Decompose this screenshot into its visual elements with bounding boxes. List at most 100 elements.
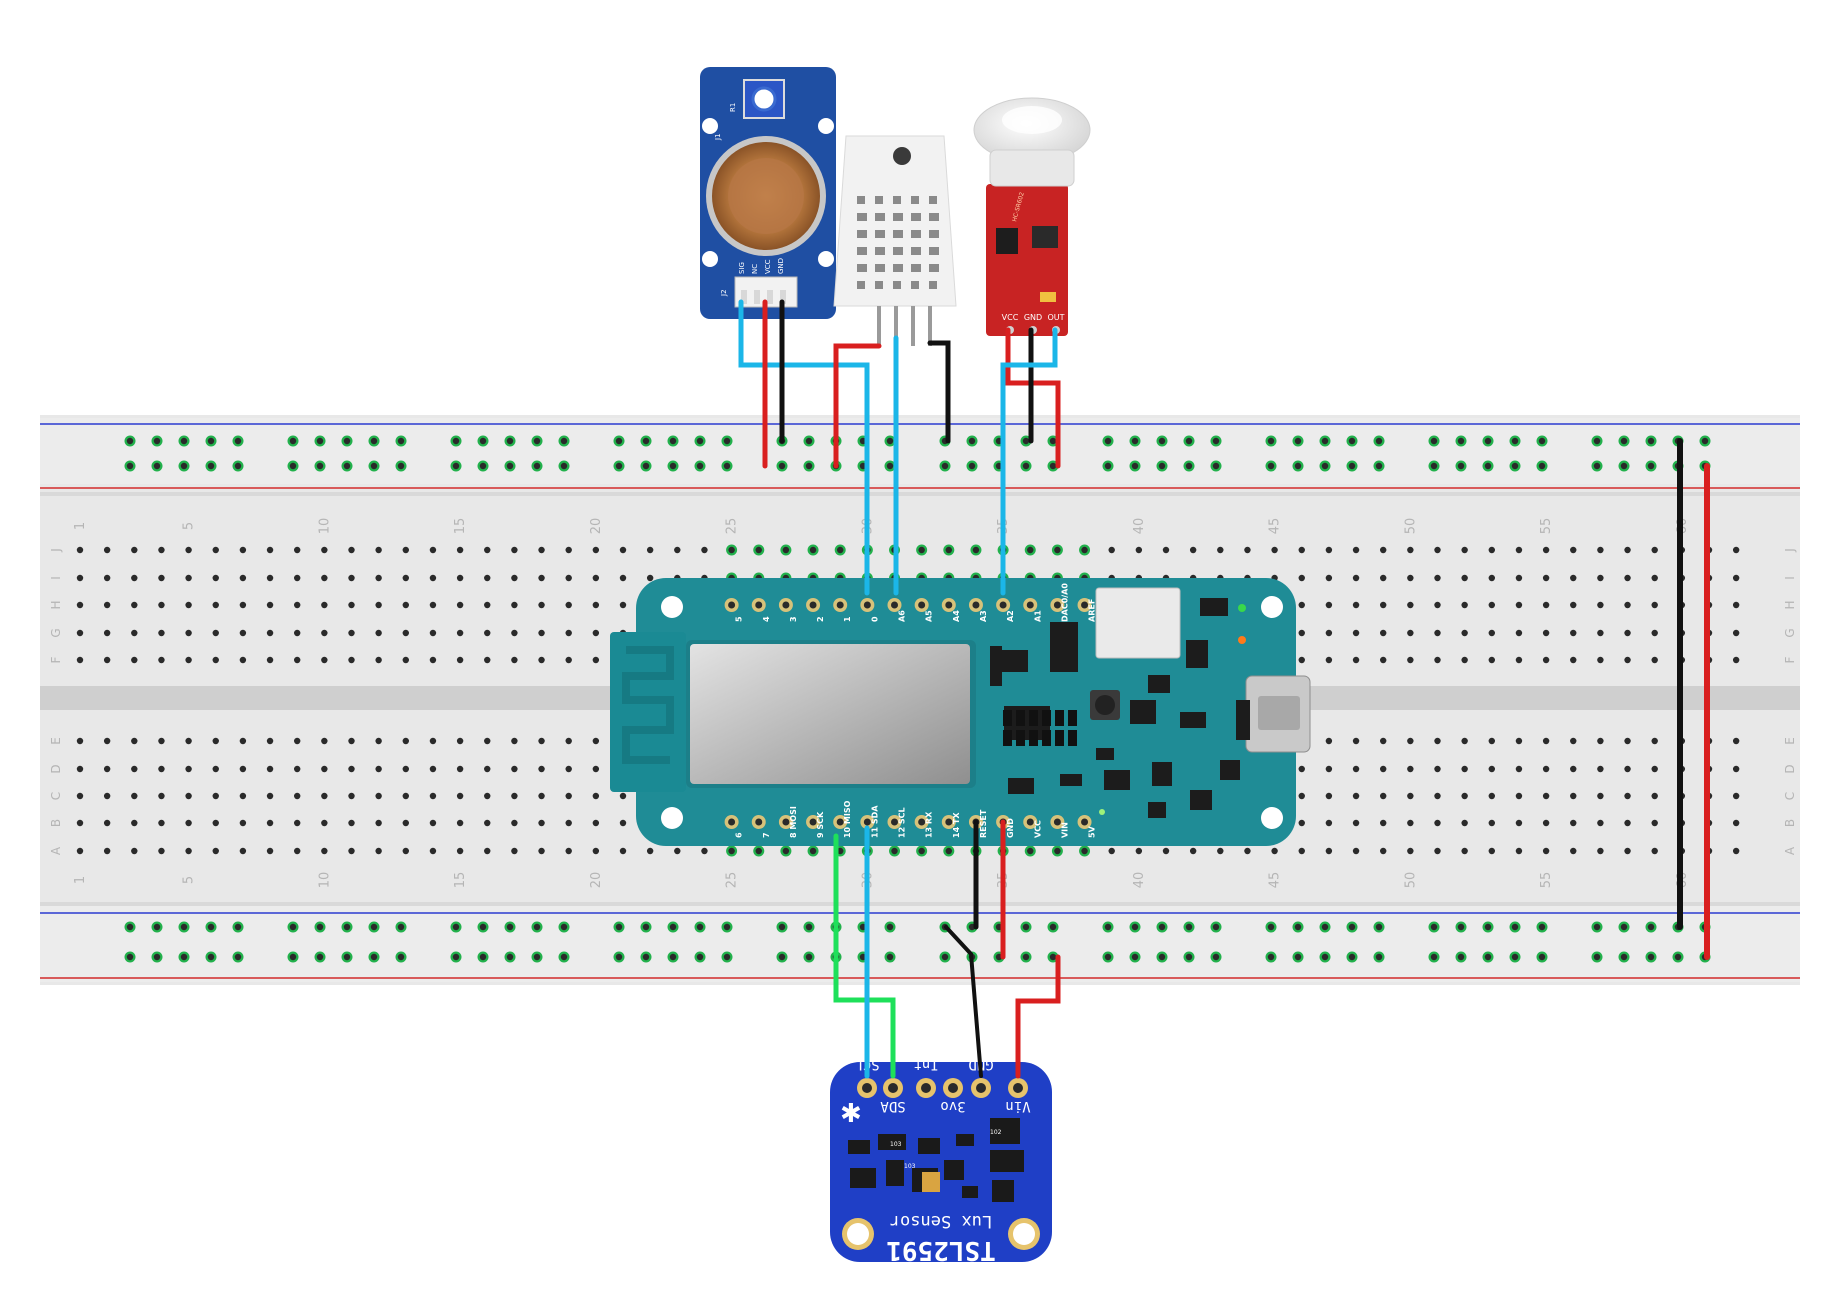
rail-hole[interactable] <box>207 953 215 961</box>
rail-hole[interactable] <box>1620 953 1628 961</box>
terminal-hole[interactable] <box>1488 601 1496 609</box>
terminal-hole[interactable] <box>1461 656 1468 664</box>
rail-hole[interactable] <box>1511 923 1519 931</box>
terminal-hole[interactable] <box>1488 574 1496 582</box>
rail-hole[interactable] <box>1131 462 1139 470</box>
terminal-hole[interactable] <box>1732 765 1740 773</box>
rail-hole[interactable] <box>1294 953 1302 961</box>
terminal-hole[interactable] <box>1434 629 1441 637</box>
terminal-hole[interactable] <box>565 574 572 582</box>
terminal-hole[interactable] <box>1298 765 1305 773</box>
rail-hole[interactable] <box>1185 953 1193 961</box>
rail-hole[interactable] <box>642 953 650 961</box>
terminal-hole[interactable] <box>185 656 192 664</box>
terminal-hole[interactable] <box>646 847 654 855</box>
rail-hole[interactable] <box>615 923 623 931</box>
terminal-hole[interactable] <box>1135 546 1143 554</box>
terminal-hole[interactable] <box>76 629 84 637</box>
terminal-hole[interactable] <box>891 847 898 855</box>
terminal-hole[interactable] <box>1407 792 1414 800</box>
terminal-hole[interactable] <box>1352 765 1360 773</box>
terminal-hole[interactable] <box>185 737 192 745</box>
rail-hole[interactable] <box>1212 462 1220 470</box>
terminal-hole[interactable] <box>375 546 382 554</box>
rail-hole[interactable] <box>207 437 215 445</box>
terminal-hole[interactable] <box>212 737 219 745</box>
terminal-hole[interactable] <box>103 656 111 664</box>
terminal-hole[interactable] <box>1434 792 1441 800</box>
terminal-hole[interactable] <box>728 847 735 855</box>
terminal-hole[interactable] <box>76 601 84 609</box>
terminal-hole[interactable] <box>321 737 328 745</box>
terminal-hole[interactable] <box>321 792 328 800</box>
rail-hole[interactable] <box>1593 462 1601 470</box>
terminal-hole[interactable] <box>1651 601 1658 609</box>
rail-hole[interactable] <box>778 923 786 931</box>
terminal-hole[interactable] <box>511 629 518 637</box>
terminal-hole[interactable] <box>1624 546 1631 554</box>
rail-hole[interactable] <box>234 923 242 931</box>
terminal-hole[interactable] <box>1732 819 1740 827</box>
rail-hole[interactable] <box>397 923 405 931</box>
rail-hole[interactable] <box>153 953 161 961</box>
terminal-hole[interactable] <box>429 847 437 855</box>
terminal-hole[interactable] <box>158 629 165 637</box>
terminal-hole[interactable] <box>538 737 545 745</box>
rail-hole[interactable] <box>1538 437 1546 445</box>
rail-hole[interactable] <box>1158 923 1166 931</box>
terminal-hole[interactable] <box>1407 574 1414 582</box>
terminal-hole[interactable] <box>646 574 654 582</box>
terminal-hole[interactable] <box>131 601 138 609</box>
terminal-hole[interactable] <box>294 819 301 827</box>
rail-hole[interactable] <box>479 953 487 961</box>
rail-hole[interactable] <box>506 923 514 931</box>
terminal-hole[interactable] <box>1162 546 1170 554</box>
terminal-hole[interactable] <box>212 819 219 827</box>
terminal-hole[interactable] <box>538 656 545 664</box>
rail-hole[interactable] <box>560 437 568 445</box>
rail-hole[interactable] <box>452 953 460 961</box>
terminal-hole[interactable] <box>1298 574 1305 582</box>
terminal-hole[interactable] <box>1542 792 1550 800</box>
terminal-hole[interactable] <box>1542 546 1550 554</box>
terminal-hole[interactable] <box>212 656 219 664</box>
terminal-hole[interactable] <box>321 629 328 637</box>
terminal-hole[interactable] <box>212 629 219 637</box>
rail-hole[interactable] <box>370 437 378 445</box>
terminal-hole[interactable] <box>1027 847 1034 855</box>
terminal-hole[interactable] <box>592 847 600 855</box>
terminal-hole[interactable] <box>837 546 844 554</box>
terminal-hole[interactable] <box>239 737 247 745</box>
terminal-hole[interactable] <box>1380 546 1387 554</box>
terminal-hole[interactable] <box>158 737 165 745</box>
terminal-hole[interactable] <box>1624 819 1631 827</box>
terminal-hole[interactable] <box>1461 574 1468 582</box>
terminal-hole[interactable] <box>456 656 464 664</box>
terminal-hole[interactable] <box>1298 656 1305 664</box>
rail-hole[interactable] <box>615 437 623 445</box>
terminal-hole[interactable] <box>484 629 491 637</box>
rail-hole[interactable] <box>397 462 405 470</box>
terminal-hole[interactable] <box>1298 819 1305 827</box>
terminal-hole[interactable] <box>538 765 545 773</box>
rail-hole[interactable] <box>696 953 704 961</box>
terminal-hole[interactable] <box>1434 819 1441 827</box>
rail-hole[interactable] <box>1593 437 1601 445</box>
terminal-hole[interactable] <box>1434 656 1441 664</box>
terminal-hole[interactable] <box>239 847 247 855</box>
terminal-hole[interactable] <box>1081 847 1088 855</box>
terminal-hole[interactable] <box>1461 629 1468 637</box>
terminal-hole[interactable] <box>1352 574 1360 582</box>
terminal-hole[interactable] <box>1407 847 1414 855</box>
terminal-hole[interactable] <box>1488 847 1496 855</box>
terminal-hole[interactable] <box>918 847 925 855</box>
rail-hole[interactable] <box>1131 923 1139 931</box>
terminal-hole[interactable] <box>972 546 980 554</box>
rail-hole[interactable] <box>1267 923 1275 931</box>
terminal-hole[interactable] <box>1380 601 1387 609</box>
rail-hole[interactable] <box>479 462 487 470</box>
terminal-hole[interactable] <box>701 847 708 855</box>
rail-hole[interactable] <box>1538 923 1546 931</box>
terminal-hole[interactable] <box>1597 601 1604 609</box>
terminal-hole[interactable] <box>1407 765 1414 773</box>
